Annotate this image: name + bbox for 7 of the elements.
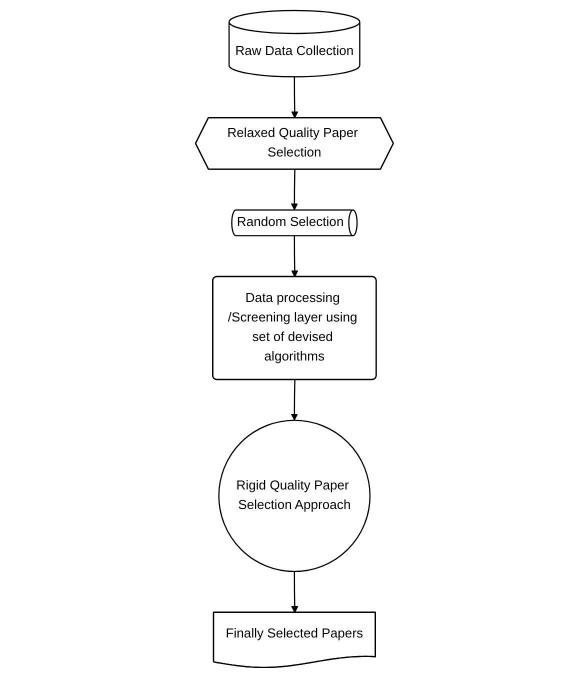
node-circle: Rigid Quality Paper Selection Approach [218,419,370,572]
arrow [290,379,298,420]
arrow [290,76,298,118]
arrow [290,235,298,277]
node-text: Random Selection [236,214,344,229]
arrow [290,570,298,613]
arrow [290,169,298,210]
